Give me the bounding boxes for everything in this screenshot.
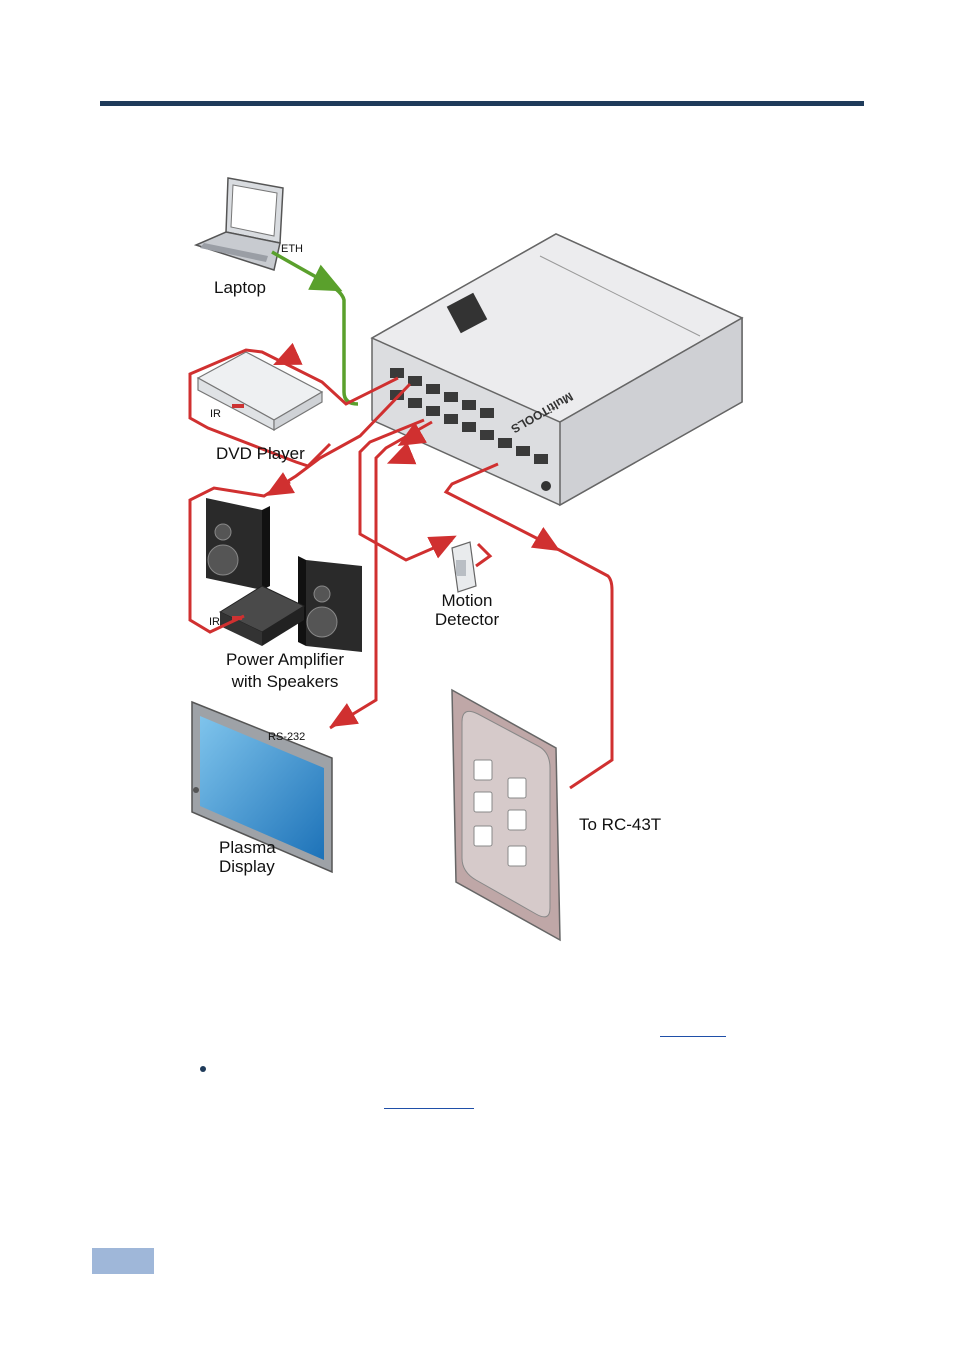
eth-label: ETH [281, 243, 303, 255]
motion-label-line2: Detector [434, 610, 500, 629]
plasma-label-line1: Plasma [219, 838, 276, 857]
rc43t-panel-icon [451, 688, 561, 942]
dvd-player-label: DVD Player [216, 444, 305, 463]
kramer-logo-icon [446, 292, 488, 334]
text-link-2[interactable] [384, 1108, 474, 1109]
dvd-ir-label: IR [210, 408, 221, 420]
amp-label-line2: with Speakers [231, 672, 339, 691]
plasma-display-icon [191, 700, 333, 874]
connection-diagram: MultiTOOLS [188, 177, 744, 942]
multitools-device: MultiTOOLS [370, 233, 744, 507]
plasma-label-line2: Display [219, 857, 275, 876]
rs232-label: RS-232 [268, 731, 306, 743]
motion-detector-icon [451, 541, 477, 593]
list-bullet [200, 1066, 206, 1072]
rc43t-label: To RC-43T [579, 815, 662, 834]
laptop-label: Laptop [214, 278, 266, 297]
power-amplifier-icon [206, 498, 362, 652]
page-number-tab [92, 1248, 154, 1274]
amp-label-line1: Power Amplifier [225, 650, 345, 669]
text-link-1[interactable] [660, 1036, 726, 1037]
ir-rs232-cables [188, 342, 614, 790]
laptop-icon [193, 177, 284, 271]
header-rule [100, 101, 864, 106]
dvd-player-icon [196, 351, 324, 432]
amp-ir-label: IR [209, 616, 220, 628]
motion-label-line1: Motion [441, 591, 493, 610]
